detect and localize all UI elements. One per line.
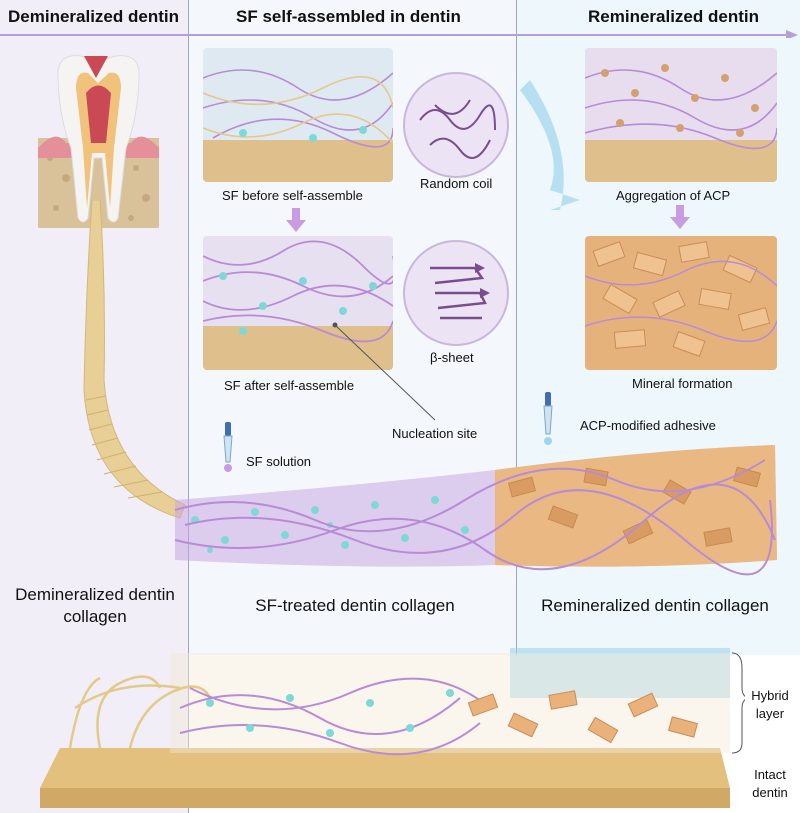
random-coil-circle [403,72,509,178]
hybrid-layer-label: Hybrid layer [740,687,800,723]
header-arrow [0,30,798,38]
sf-after-label: SF after self-assemble [224,378,355,393]
divider-right [516,0,517,655]
hybrid-layer-label-line1: Hybrid [751,688,789,703]
sf-after-image [203,236,393,370]
hybrid-layer-label-line2: layer [755,706,785,721]
header-bar [0,0,800,38]
random-coil-label: Random coil [420,176,493,191]
beta-sheet-label: β-sheet [430,350,474,365]
intact-dentin-label-line2: dentin [752,785,788,800]
nucleation-site-label: Nucleation site [392,426,478,441]
header-remineralized: Remineralized dentin [588,7,759,26]
beta-sheet-circle [403,240,509,346]
sf-before-image [203,48,393,182]
divider-left [188,0,189,813]
nucleation-pointer [332,322,436,421]
intact-dentin-label: Intact dentin [740,766,800,802]
demineralized-collagen-caption: Demineralized dentin collagen [0,584,190,628]
mineral-formation-image [585,236,777,370]
down-arrow-right [670,205,690,229]
demineralized-collagen-caption-line1: Demineralized dentin [15,585,175,604]
intact-dentin-label-line1: Intact [754,767,786,782]
mineral-formation-label: Mineral formation [632,376,733,391]
sf-solution-label: SF solution [246,454,312,469]
sf-treated-caption: SF-treated dentin collagen [255,596,455,615]
remineralized-collagen-caption: Remineralized dentin collagen [541,596,769,615]
acp-adhesive-pipette-icon [543,392,553,445]
acp-adhesive-label: ACP-modified adhesive [580,418,716,433]
collagen-bundle [174,445,777,576]
big-transition-arrow [520,80,580,210]
header-sf-self-assembled: SF self-assembled in dentin [236,7,461,26]
sf-solution-pipette-icon [223,422,233,472]
aggregation-acp-image [585,48,777,182]
aggregation-acp-label: Aggregation of ACP [616,188,731,203]
down-arrow-middle [286,208,306,232]
demineralized-collagen-caption-line2: collagen [63,607,127,626]
header-demineralized: Demineralized dentin [8,7,179,26]
bottom-hybrid-illustration [40,648,745,808]
sf-before-label: SF before self-assemble [222,188,363,203]
